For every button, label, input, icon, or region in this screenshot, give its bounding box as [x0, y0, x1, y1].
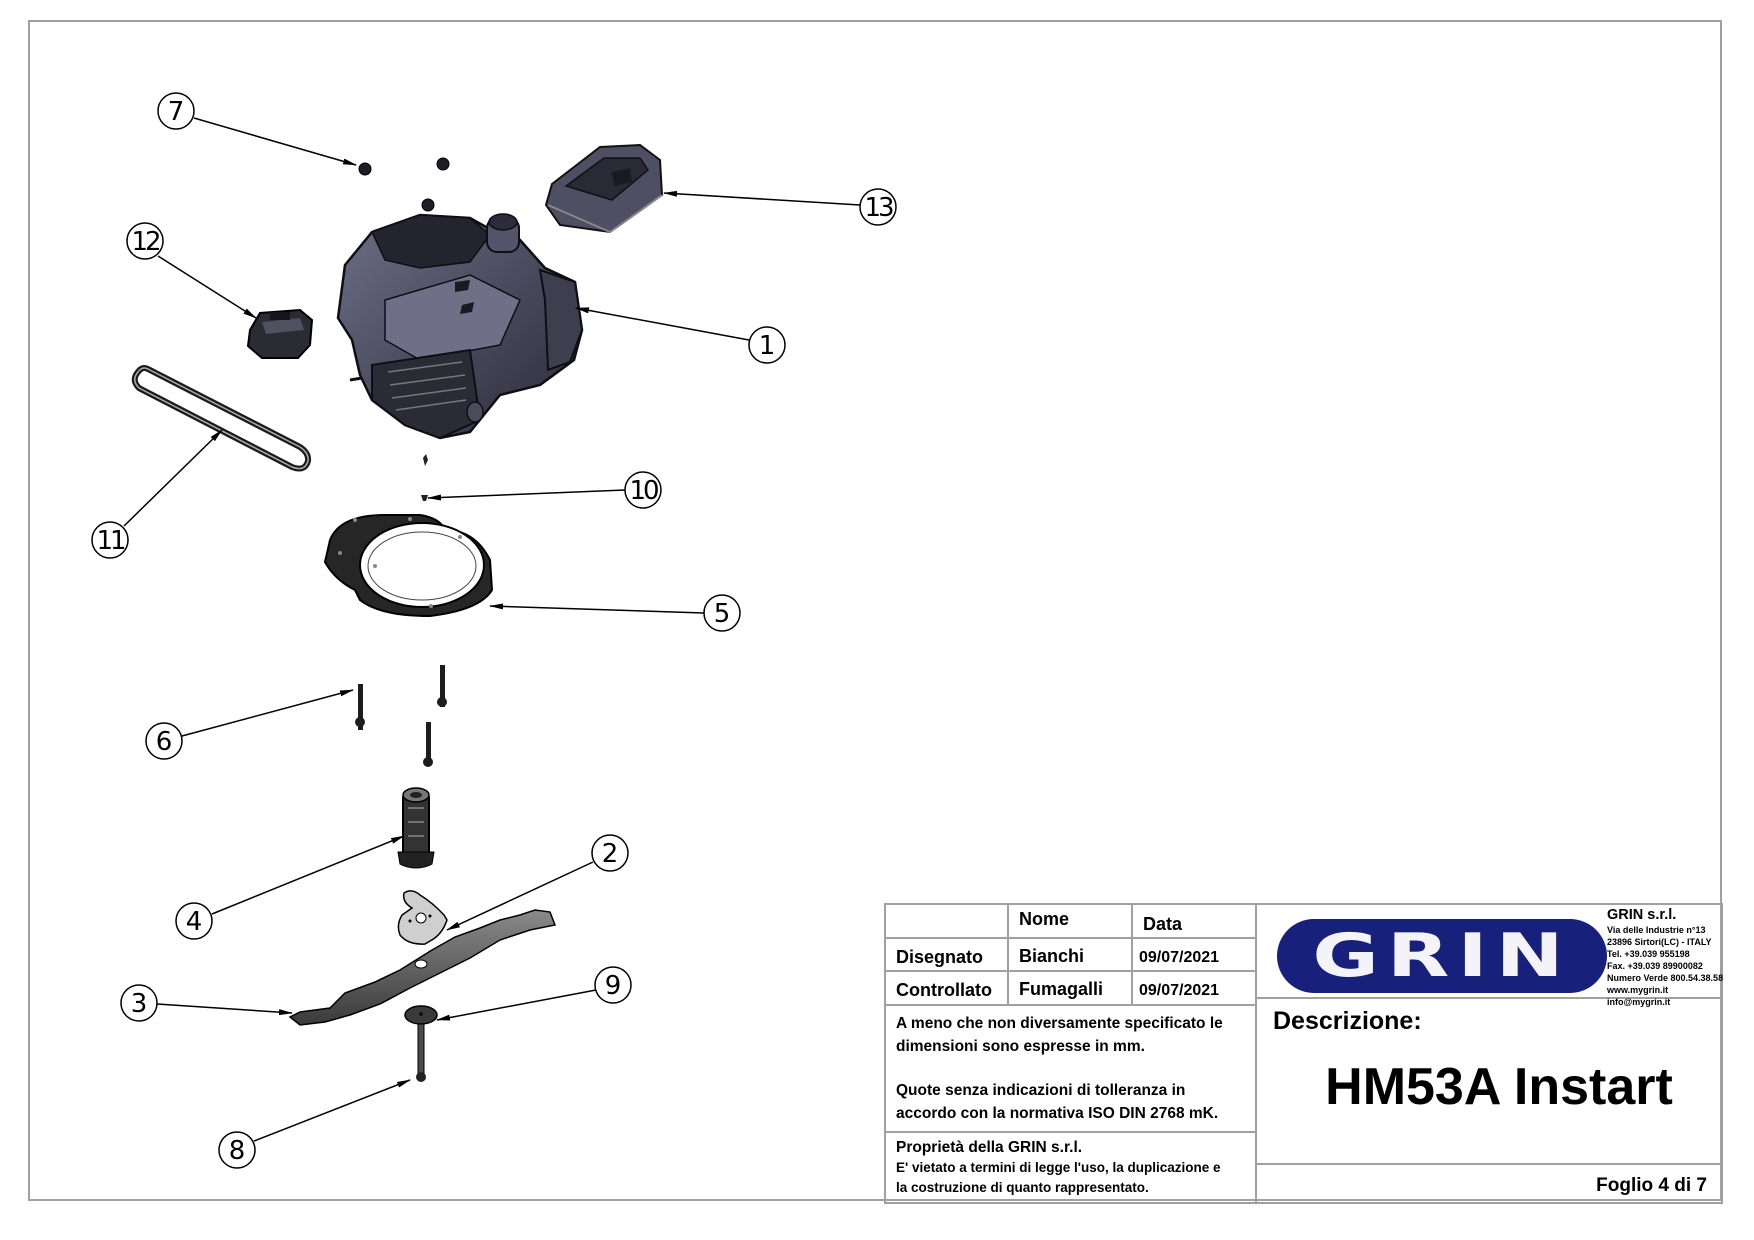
part-10-screws	[421, 454, 428, 501]
callout-7: 7	[157, 92, 195, 130]
part-7-nuts	[358, 157, 450, 212]
callout-6-label: 6	[156, 727, 173, 757]
sheet-number-area: Foglio 4 di 7	[1257, 1165, 1723, 1204]
callout-balloons: 1 2 3 4 5 6 7 8 9 10 11 12 13	[91, 92, 897, 1169]
callout-3: 3	[120, 984, 158, 1022]
callout-4: 4	[175, 902, 213, 940]
callout-4-label: 4	[186, 907, 203, 937]
callout-12: 12	[126, 222, 164, 260]
callout-3-label: 3	[131, 989, 148, 1019]
leader-lines	[123, 117, 861, 1142]
part-4-blade-adapter	[397, 787, 435, 869]
checked-by-name: Fumagalli	[1009, 972, 1133, 1006]
description-label: Descrizione:	[1273, 1007, 1422, 1035]
sheet-number: Foglio 4 di 7	[1596, 1175, 1707, 1196]
part-8-blade-bolt	[416, 1023, 426, 1082]
notes-line-3: Quote senza indicazioni di tolleranza in	[896, 1082, 1186, 1099]
part-2-blade-plate	[397, 890, 448, 945]
callout-7-label: 7	[168, 97, 185, 127]
drawing-title: HM53A Instart	[1325, 1058, 1673, 1116]
part-6-bolts	[355, 665, 447, 767]
date-column-header: Data	[1133, 905, 1257, 939]
company-city: 23896 Sirtori(LC) - ITALY	[1607, 937, 1712, 947]
checked-by-date: 09/07/2021	[1133, 972, 1257, 1006]
part-11-belt	[131, 365, 312, 472]
company-fax: Fax. +39.039 89900082	[1607, 961, 1703, 971]
callout-1: 1	[748, 326, 786, 364]
callout-13: 13	[859, 188, 897, 226]
callout-2-label: 2	[602, 839, 619, 869]
notes-line-4: accordo con la normativa ISO DIN 2768 mK…	[896, 1105, 1219, 1122]
name-column-header: Nome	[1009, 905, 1133, 939]
callout-12-label: 12	[131, 227, 159, 257]
checked-by-label: Controllato	[884, 972, 1009, 1006]
callout-11-label: 11	[96, 526, 125, 556]
callout-9: 9	[594, 966, 632, 1004]
callout-13-label: 13	[864, 193, 893, 223]
property-title: Proprietà della GRIN s.r.l.	[896, 1139, 1083, 1156]
part-9-washer	[404, 1005, 438, 1025]
company-green-number: Numero Verde 800.54.38.58	[1607, 973, 1724, 983]
callout-5-label: 5	[714, 599, 731, 629]
part-3-blade	[288, 909, 557, 1026]
drawn-by-date: 09/07/2021	[1133, 939, 1257, 972]
title-block-corner-cell	[884, 905, 1009, 939]
part-13-battery-charger	[544, 143, 664, 234]
grin-logo-text: GRIN	[1312, 921, 1572, 991]
callout-5: 5	[703, 594, 741, 632]
notes-line-2: dimensioni sono espresse in mm.	[896, 1038, 1145, 1055]
drawing-frame	[28, 20, 1722, 1201]
drawn-by-name: Bianchi	[1009, 939, 1133, 972]
callout-11: 11	[91, 521, 129, 559]
company-logo-area: GRIN GRIN s.r.l. Via delle Industrie n°1…	[1257, 905, 1723, 1007]
property-line-1: E' vietato a termini di legge l'uso, la …	[896, 1160, 1221, 1175]
property-line-2: la costruzione di quanto rappresentato.	[896, 1180, 1149, 1195]
property-notice: Proprietà della GRIN s.r.l. E' vietato a…	[884, 1133, 1257, 1204]
company-web: www.mygrin.it	[1607, 985, 1669, 995]
company-address: Via delle Industrie n°13	[1607, 925, 1706, 935]
callout-6: 6	[145, 722, 183, 760]
grin-logo: GRIN	[1277, 919, 1607, 993]
company-info: GRIN s.r.l. Via delle Industrie n°13 238…	[1607, 907, 1732, 1008]
callout-1-label: 1	[759, 331, 776, 361]
company-email: info@mygrin.it	[1607, 997, 1671, 1007]
callout-9-label: 9	[605, 971, 622, 1001]
notes-line-1: A meno che non diversamente specificato …	[896, 1015, 1223, 1032]
callout-8: 8	[218, 1131, 256, 1169]
callout-10: 10	[624, 471, 662, 509]
part-12-battery	[246, 308, 314, 359]
part-1-engine	[336, 213, 584, 440]
callout-10-label: 10	[629, 476, 658, 506]
part-5-flange-ring	[323, 514, 494, 618]
company-name: GRIN s.r.l.	[1607, 907, 1677, 923]
drawn-by-label: Disegnato	[884, 939, 1009, 972]
callout-8-label: 8	[229, 1136, 246, 1166]
company-tel: Tel. +39.039 955198	[1607, 949, 1690, 959]
tolerance-notes: A meno che non diversamente specificato …	[884, 1006, 1257, 1133]
title-block: Nome Data Disegnato Bianchi 09/07/2021 C…	[884, 903, 1723, 1204]
description-area: Descrizione: HM53A Instart	[1257, 999, 1723, 1165]
callout-2: 2	[591, 834, 629, 872]
